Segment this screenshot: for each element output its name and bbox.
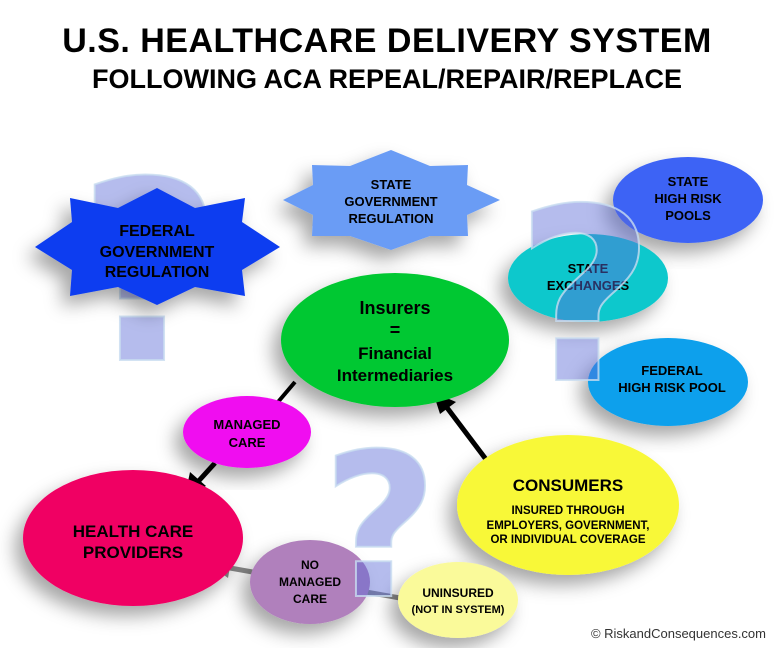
node-label: (NOT IN SYSTEM)	[412, 604, 505, 616]
node-label: GOVERNMENT	[100, 244, 215, 261]
node-label: UNINSURED	[422, 586, 494, 600]
insurers-node	[281, 273, 509, 407]
node-label: Intermediaries	[337, 366, 453, 385]
consumers-node	[457, 435, 679, 575]
node-label: Insurers	[359, 298, 430, 318]
title-line-2: FOLLOWING ACA REPEAL/REPAIR/REPLACE	[91, 64, 682, 94]
node-label: OR INDIVIDUAL COVERAGE	[490, 534, 645, 546]
state-exchanges-node	[508, 234, 668, 322]
node-label: EMPLOYERS, GOVERNMENT,	[487, 520, 650, 532]
node-label: CARE	[229, 435, 266, 450]
node-label: GOVERNMENT	[344, 194, 437, 209]
node-label: MANAGED	[213, 417, 280, 432]
node-label: CARE	[293, 592, 327, 606]
node-label: REGULATION	[105, 264, 210, 281]
no-managed-care-node	[250, 540, 370, 624]
question-mark-icon: ?	[515, 157, 654, 437]
node-label: POOLS	[665, 208, 711, 223]
node-label: HEALTH CARE	[73, 522, 194, 541]
node-label: STATE	[668, 174, 709, 189]
arrow-consumers-to-insurers	[443, 403, 490, 464]
node-label: HIGH RISK POOL	[618, 380, 726, 395]
node-label: STATE	[568, 261, 609, 276]
state-high-risk-pools-node	[613, 157, 763, 243]
question-mark-icon: ?	[322, 411, 438, 644]
node-label: MANAGED	[279, 575, 341, 589]
connector-line	[276, 380, 297, 404]
copyright: © RiskandConsequences.com	[590, 626, 766, 641]
federal-government-regulation-node	[35, 188, 280, 305]
health-care-providers-node	[23, 470, 243, 606]
node-label: STATE	[371, 177, 412, 192]
uninsured-node	[398, 562, 518, 638]
node-label: =	[390, 320, 401, 340]
managed-care-node	[183, 396, 311, 468]
node-label: NO	[301, 558, 319, 572]
federal-high-risk-pool-node	[588, 338, 748, 426]
title-line-1: U.S. HEALTHCARE DELIVERY SYSTEM	[62, 22, 712, 60]
node-label: EXCHANGES	[547, 278, 630, 293]
node-label: Financial	[358, 344, 432, 363]
node-label: CONSUMERS	[513, 476, 624, 495]
node-label: FEDERAL	[641, 363, 702, 378]
node-label: PROVIDERS	[83, 543, 183, 562]
node-label: HIGH RISK	[654, 191, 722, 206]
node-label: REGULATION	[349, 211, 434, 226]
state-government-regulation-node	[283, 150, 500, 250]
node-label: INSURED THROUGH	[511, 505, 624, 517]
node-label: FEDERAL	[119, 223, 195, 240]
